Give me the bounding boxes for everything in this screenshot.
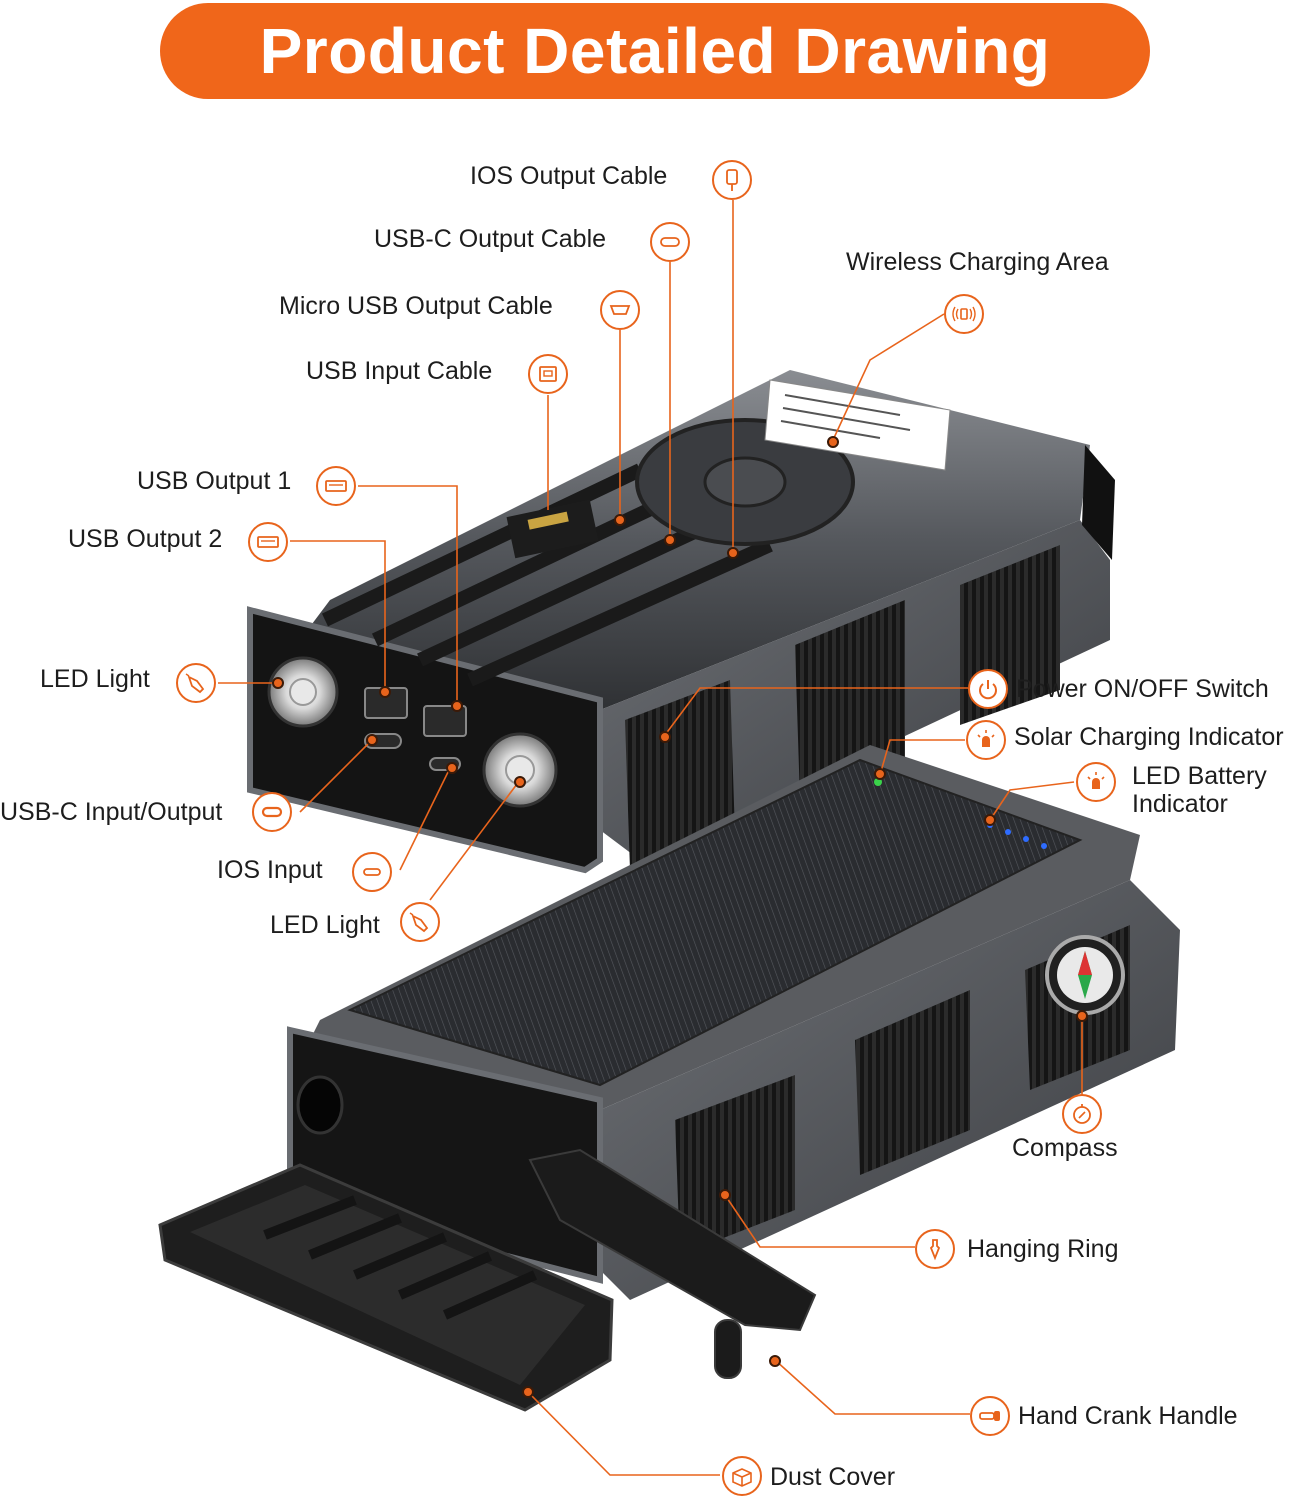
lower-power-bank [158, 745, 1180, 1412]
usb-c-port-icon [650, 222, 690, 262]
leader-lines [218, 200, 1083, 1476]
title-banner: Product Detailed Drawing [160, 3, 1150, 99]
label-led-battery-line2: Indicator [1132, 790, 1228, 818]
hand-crank [528, 1148, 817, 1332]
anchor-dot-ios-output [727, 547, 739, 559]
flashlight-icon [176, 663, 216, 703]
label-led-battery-line1: LED Battery [1132, 762, 1267, 790]
indicator-light-icon [1076, 762, 1116, 802]
lower-grip-2 [855, 990, 970, 1175]
anchor-dot-crank [769, 1355, 781, 1367]
label-hand-crank-handle: Hand Crank Handle [1018, 1402, 1238, 1430]
label-ios-output-cable: IOS Output Cable [470, 162, 668, 190]
label-usb-output-1: USB Output 1 [137, 467, 292, 495]
label-led-light-lower: LED Light [270, 911, 380, 939]
anchor-dot-micro-usb [614, 514, 626, 526]
anchor-dot-usbc-output [664, 534, 676, 546]
label-wireless-charging-area: Wireless Charging Area [846, 248, 1109, 276]
anchor-dot-led-lower [514, 776, 526, 788]
micro-usb-port-icon [600, 290, 640, 330]
solar-panel [347, 758, 1083, 1087]
usb-port-2 [423, 705, 467, 737]
anchor-dot-power [659, 731, 671, 743]
indicator-light-icon [966, 720, 1006, 760]
label-dust-cover: Dust Cover [770, 1463, 896, 1491]
anchor-dot-wireless [827, 436, 839, 448]
anchor-dot-compass [1076, 1010, 1088, 1022]
anchor-dot-usb-out-2 [379, 686, 391, 698]
wireless-signal-icon [944, 294, 984, 334]
label-usb-output-2: USB Output 2 [68, 525, 223, 553]
label-usb-input-cable: USB Input Cable [306, 357, 493, 385]
label-power-switch: Power ON/OFF Switch [1016, 675, 1269, 703]
label-led-battery-indicator: LED Battery Indicator [1132, 762, 1267, 818]
usb-a-port-icon [248, 522, 288, 562]
anchor-dot-ios-input [446, 762, 458, 774]
lightning-cable-icon [712, 160, 752, 200]
anchor-dot-usbc-io [366, 734, 378, 746]
label-usbc-input-output: USB-C Input/Output [0, 798, 223, 826]
anchor-dot-usb-out-1 [451, 700, 463, 712]
anchor-dot-solar [874, 768, 886, 780]
label-led-light-left: LED Light [40, 665, 150, 693]
usb-a-port-icon [316, 466, 356, 506]
lower-grip-1 [675, 1075, 795, 1255]
anchor-dot-hanging-ring [719, 1189, 731, 1201]
label-usbc-output-cable: USB-C Output Cable [374, 225, 607, 253]
anchor-dot-dust-cover [522, 1386, 534, 1398]
anchor-dot-led-left [272, 677, 284, 689]
compass-icon [1062, 1094, 1102, 1134]
label-solar-indicator: Solar Charging Indicator [1014, 723, 1284, 751]
flashlight-icon [400, 902, 440, 942]
crank-icon [970, 1396, 1010, 1436]
carabiner-icon [915, 1229, 955, 1269]
power-icon [968, 669, 1008, 709]
upper-grip-1 [625, 680, 735, 870]
page-title: Product Detailed Drawing [259, 15, 1051, 87]
label-micro-usb-output-cable: Micro USB Output Cable [279, 292, 553, 320]
label-compass: Compass [1012, 1134, 1118, 1162]
lightning-port-icon [352, 852, 392, 892]
label-hanging-ring: Hanging Ring [967, 1235, 1119, 1263]
label-ios-input: IOS Input [217, 856, 323, 884]
box-icon [722, 1456, 762, 1496]
usb-a-port-icon [528, 354, 568, 394]
usb-c-port-icon [252, 792, 292, 832]
anchor-dot-battery [984, 814, 996, 826]
